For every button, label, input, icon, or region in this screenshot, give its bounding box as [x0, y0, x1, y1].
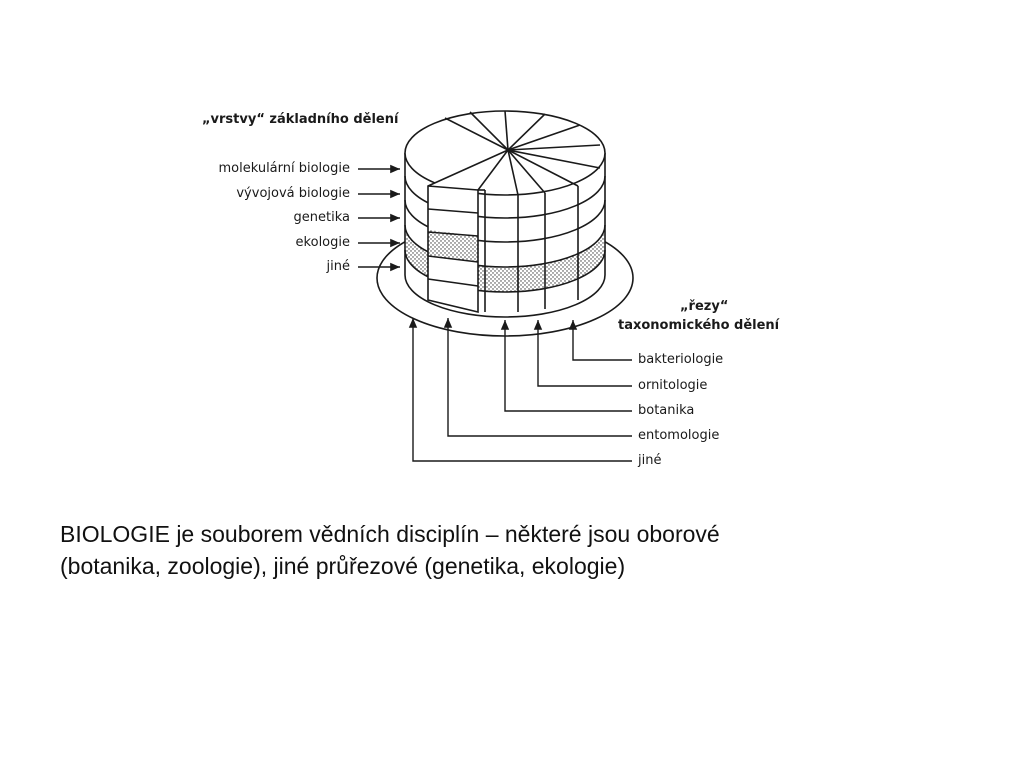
- section-arrow-botany: [500, 320, 632, 412]
- layers-heading: „vrstvy“ základního dělení: [202, 112, 399, 127]
- section-arrow-other: [408, 318, 632, 462]
- layer-label-molecular: molekulární biologie: [218, 161, 350, 176]
- caption-line-1: BIOLOGIE je souborem vědních disciplín –…: [60, 521, 720, 547]
- section-label-entomology: entomologie: [638, 428, 720, 443]
- section-label-ornithology: ornitologie: [638, 378, 708, 393]
- layer-label-developmental: vývojová biologie: [236, 186, 350, 201]
- layer-label-ecology: ekologie: [295, 235, 350, 250]
- layer-label-other: jiné: [326, 259, 350, 274]
- layer-cake-diagram: [358, 110, 634, 462]
- section-label-botany: botanika: [638, 403, 695, 418]
- sections-heading-line2: taxonomického dělení: [618, 318, 780, 333]
- section-arrow-ornithology: [533, 320, 632, 387]
- section-arrow-entomology: [443, 318, 632, 437]
- layer-label-genetics: genetika: [293, 210, 350, 225]
- section-arrow-bacteriology: [568, 320, 632, 361]
- caption-line-2: (botanika, zoologie), jiné průřezové (ge…: [60, 553, 626, 579]
- section-label-bacteriology: bakteriologie: [638, 352, 724, 367]
- sections-heading-line1: „řezy“: [680, 299, 729, 314]
- section-label-other: jiné: [638, 453, 662, 468]
- caption: BIOLOGIE je souborem vědních disciplín –…: [60, 518, 960, 582]
